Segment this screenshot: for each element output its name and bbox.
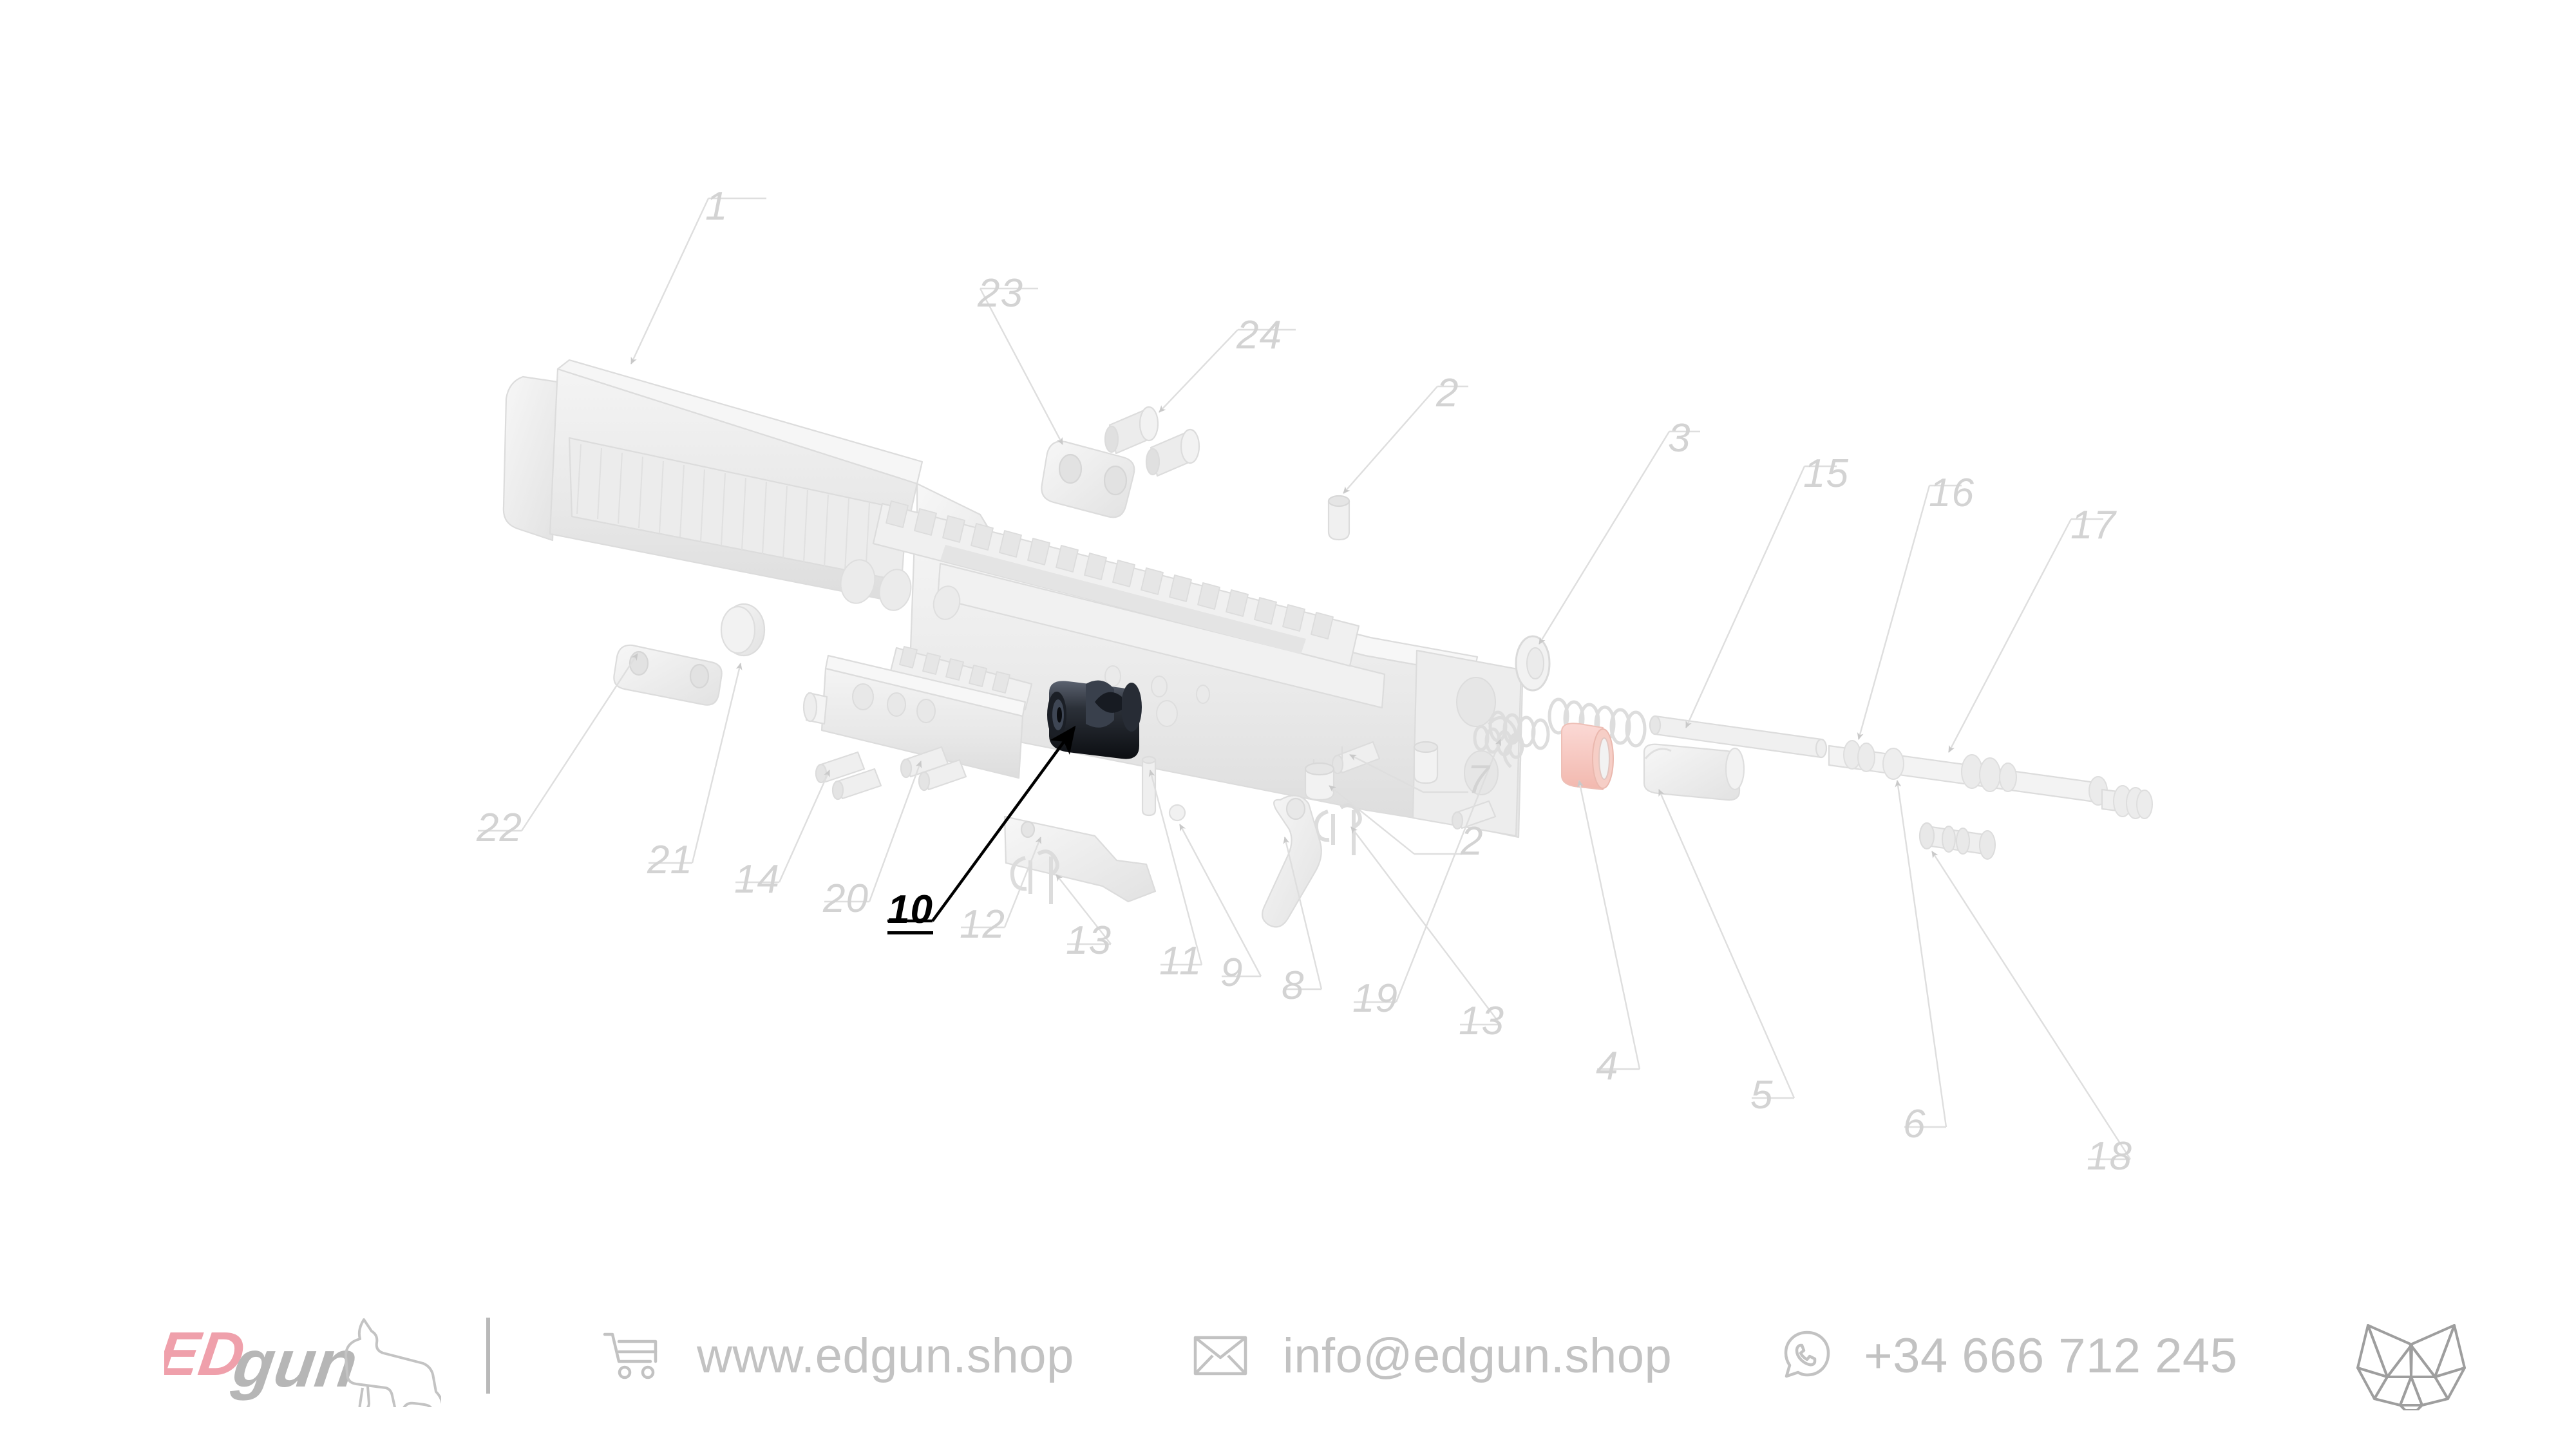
callout-23: 23 [978,271,1023,316]
exploded-parts-illustration [478,197,2153,1160]
callout-13-left: 13 [1066,918,1112,963]
edgun-ed-text: ED [164,1320,249,1388]
part-23-link-plate [1041,440,1135,518]
part-8-trigger [1262,795,1322,928]
callout-3: 3 [1668,416,1691,460]
callout-13-right: 13 [1459,999,1504,1043]
callout-1: 1 [705,184,728,229]
part-6-cap [1882,748,1904,780]
callout-4: 4 [1596,1044,1619,1088]
shopping-cart-icon [603,1331,658,1380]
callout-17: 17 [2070,503,2116,547]
callout-21: 21 [647,838,693,882]
footer-website[interactable]: www.edgun.shop [603,1328,1074,1384]
callout-22: 22 [477,806,522,850]
edgun-wordmark: ED gun [164,1311,441,1407]
part-bottom-fasteners [1341,741,1497,830]
part-pins-right [900,746,967,791]
phone-text: +34 666 712 245 [1864,1328,2238,1383]
edgun-logo: ED gun [164,1311,441,1407]
part-4-piston-seal [1561,723,1614,790]
page-footer: ED gun [0,1262,2576,1449]
part-lower-rail [889,646,1033,711]
callout-24: 24 [1236,313,1282,357]
part-24-screws [1104,406,1200,477]
footer-divider [486,1318,490,1394]
callout-12: 12 [960,902,1005,947]
part-18-adapter [1918,822,1996,860]
part-2-mid-spool [1304,759,1335,801]
part-16-barrel [1828,740,2108,806]
part-17-muzzle-adapter [2101,785,2153,819]
callout-9: 9 [1220,951,1244,995]
email-text: info@edgun.shop [1282,1328,1672,1383]
callout-7: 7 [1467,757,1490,802]
part-3-washer [1515,635,1551,692]
part-top-rail [872,500,1360,667]
wolf-head-logo [2350,1301,2472,1410]
part-15-rod [1649,715,1828,759]
callout-11: 11 [1159,939,1202,983]
edgun-gun-text: gun [228,1326,362,1401]
callout-2-top: 2 [1436,371,1459,415]
callout-16: 16 [1929,471,1975,515]
part-20-block [802,654,1027,779]
part-9-ball [1168,804,1186,822]
part-2-top-screw [1327,495,1350,541]
footer-phone[interactable]: +34 666 712 245 [1781,1328,2237,1384]
callout-15: 15 [1803,451,1849,496]
part-12-sear [1003,815,1157,903]
callout-19: 19 [1352,976,1398,1021]
callout-5: 5 [1750,1073,1774,1117]
callout-10-highlighted: 10 [887,890,933,934]
whatsapp-icon [1781,1329,1833,1383]
part-5-piston [1643,743,1745,801]
callout-8: 8 [1282,963,1305,1008]
part-14-pins [815,751,882,800]
part-22-link-bar [613,644,723,706]
callout-6: 6 [1903,1102,1926,1146]
callout-20: 20 [823,876,869,921]
part-11-pin [1141,755,1157,817]
callout-14: 14 [734,857,780,902]
website-text: www.edgun.shop [697,1328,1074,1383]
callout-2-mid: 2 [1461,819,1484,864]
part-21-cap [720,603,766,657]
envelope-icon [1193,1334,1247,1377]
part-7-cylinder [1331,741,1381,775]
callout-18: 18 [2087,1134,2132,1179]
leader-line-part-10 [887,725,1076,923]
dog-icon [345,1318,441,1407]
footer-email[interactable]: info@edgun.shop [1193,1328,1672,1384]
